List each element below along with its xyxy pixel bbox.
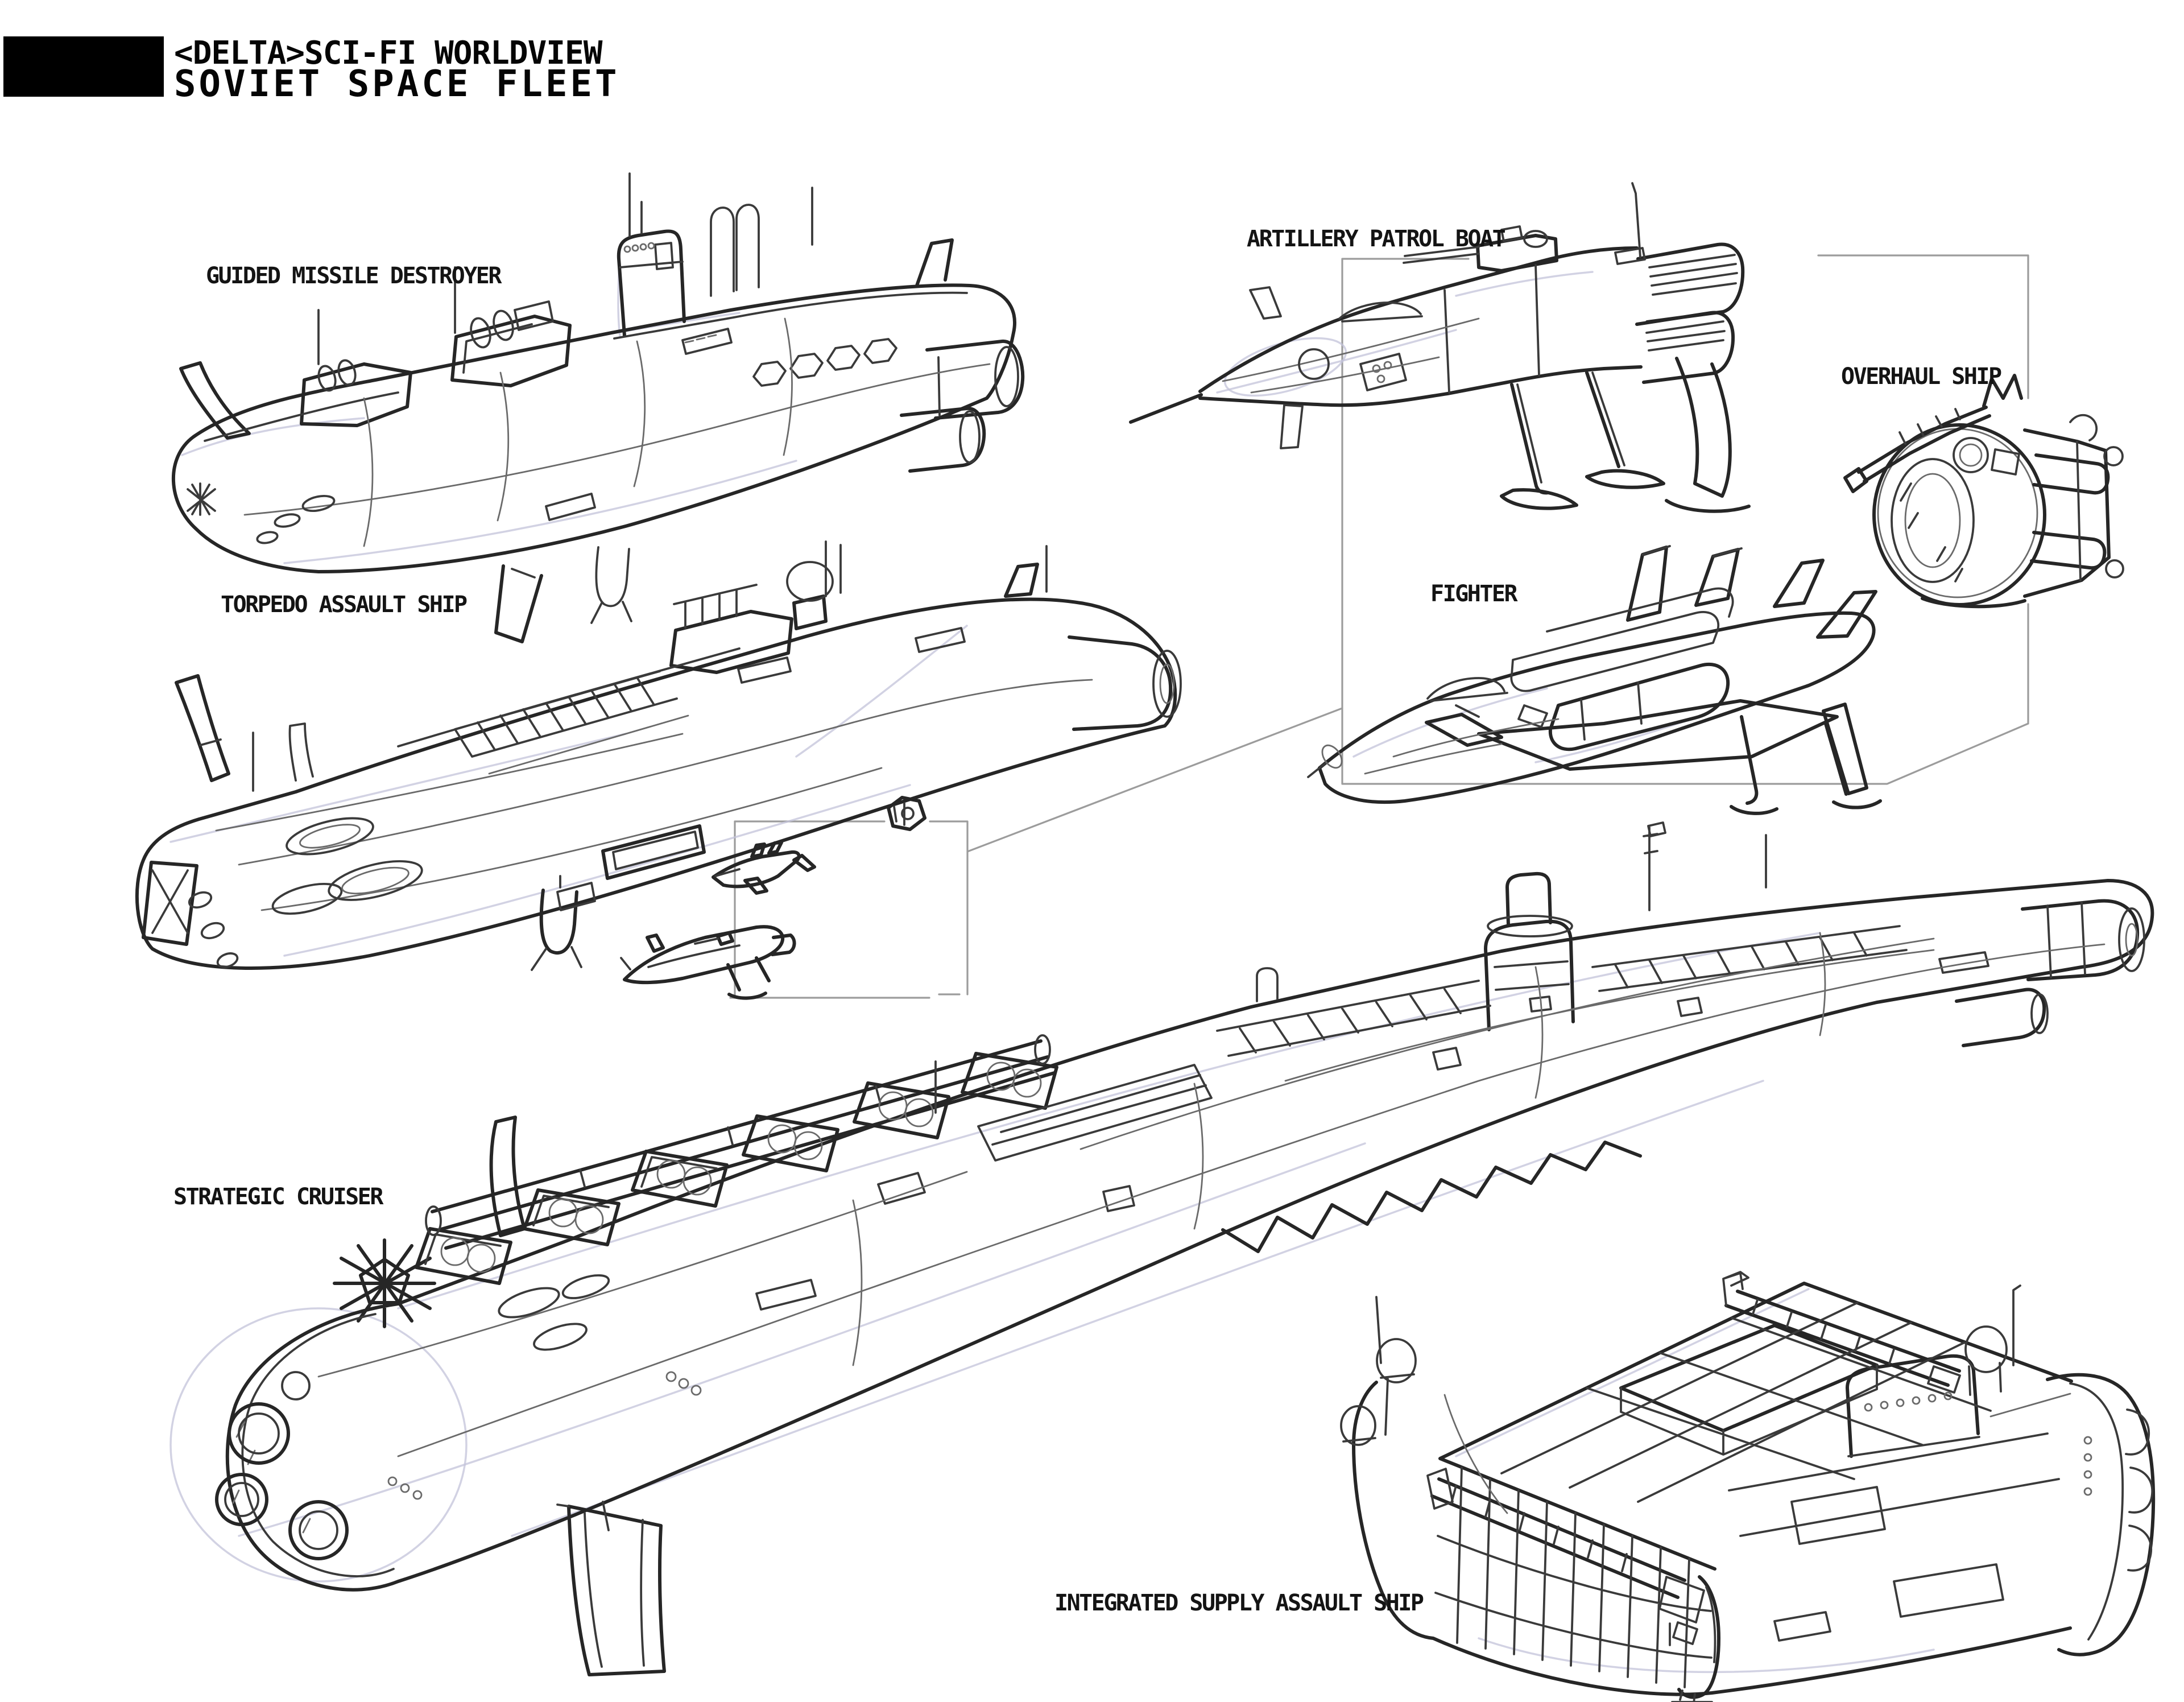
label-artillery-patrol-boat: ARTILLERY PATROL BOAT (1247, 226, 1506, 252)
label-fighter: FIGHTER (1430, 581, 1518, 607)
guided-missile-destroyer-sketch (171, 172, 1025, 643)
strategic-cruiser-sketch (169, 821, 2154, 1676)
label-integrated-supply-assault-ship: INTEGRATED SUPPLY ASSAULT SHIP (1054, 1590, 1424, 1616)
label-torpedo-assault-ship: TORPEDO ASSAULT SHIP (221, 592, 468, 618)
overhaul-ship-sketch (1843, 374, 2124, 609)
label-strategic-cruiser: STRATEGIC CRUISER (173, 1184, 383, 1210)
logo-block (3, 36, 164, 97)
label-overhaul-ship: OVERHAUL SHIP (1841, 363, 2002, 390)
callout-frame-lines (729, 254, 2029, 999)
torpedo-assault-ship-sketch (135, 540, 1182, 971)
series-title: <DELTA>SCI-FI WORLDVIEW (174, 35, 602, 72)
artillery-patrol-boat-sketch (1129, 182, 1751, 513)
fighter-sketch (1307, 545, 1882, 815)
carried-craft-sketch (620, 796, 926, 1000)
label-guided-missile-destroyer: GUIDED MISSILE DESTROYER (206, 263, 502, 289)
page-title: SOVIET SPACE FLEET (174, 63, 620, 105)
integrated-supply-assault-ship-sketch (1340, 1271, 2156, 1702)
